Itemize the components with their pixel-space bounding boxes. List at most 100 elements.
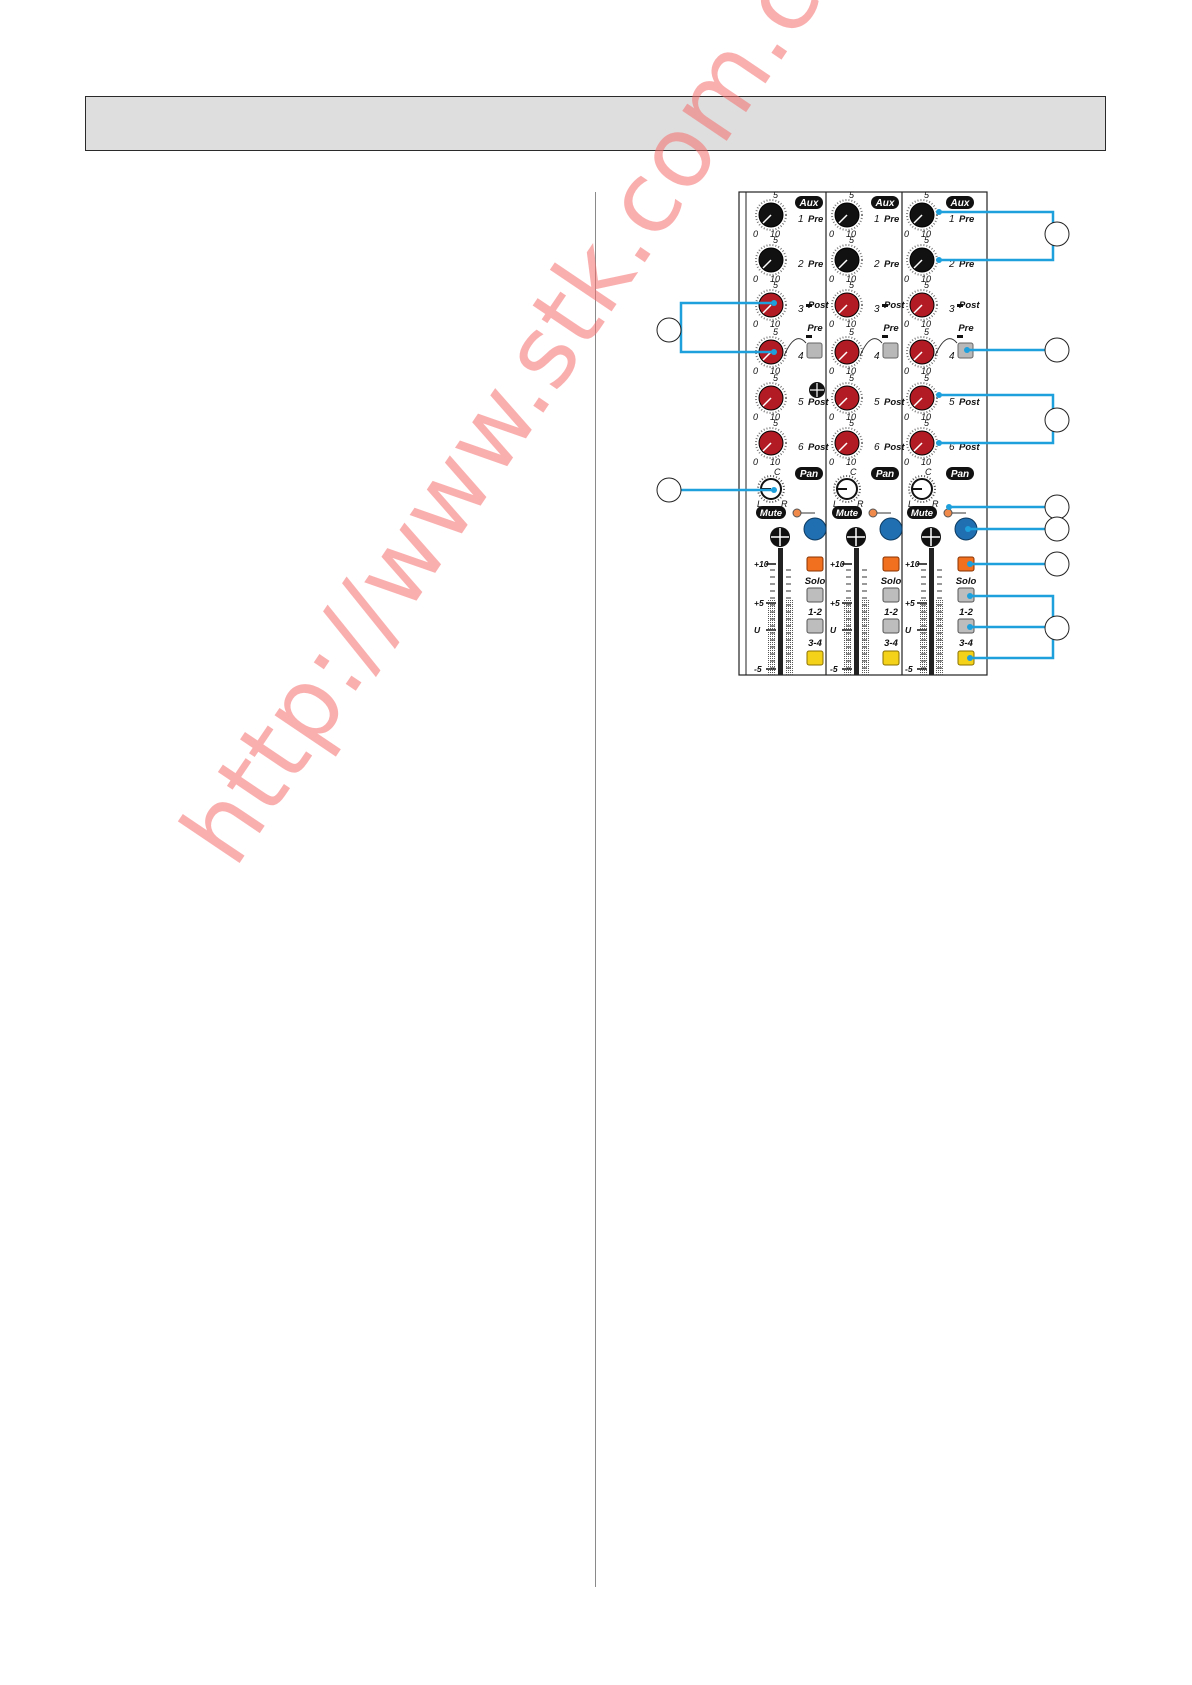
callout-bubble-aux34 — [656, 317, 682, 343]
ch2-aux5-scale-min: 0 — [829, 412, 834, 422]
ch1-assign-12-button[interactable] — [806, 587, 824, 603]
ch2-mute-button[interactable] — [879, 517, 903, 541]
ch1-aux-pill — [795, 196, 823, 209]
callout-aux34-dot-bottom — [771, 349, 777, 355]
ch2-aux2-suffix: Pre — [884, 259, 900, 270]
ch2-mute-led — [868, 508, 878, 518]
ch2-aux6-knob-pointer — [838, 442, 848, 452]
ch1-assign-34-label: 3-4 — [808, 638, 822, 649]
ch2-assign-34-button[interactable] — [882, 618, 900, 634]
ch2-aux6-scale-top: 5 — [849, 418, 855, 428]
ch1-assign-12-label: 1-2 — [808, 607, 822, 618]
callout-assign-dot-1 — [967, 593, 973, 599]
callout-bubble-aux56 — [1044, 407, 1070, 433]
ch2-aux2-scale-max: 10 — [846, 274, 856, 284]
ch2-fader-scale-2: U — [830, 625, 837, 635]
ch2-fader-scale-1: +5 — [830, 598, 840, 608]
ch1-aux1-knob-pointer — [762, 214, 772, 224]
ch1-aux3-scale-top: 5 — [773, 280, 779, 290]
callout-bubble-pan — [656, 477, 682, 503]
ch2-aux6-suffix: Post — [884, 442, 905, 453]
ch1-fader-track[interactable] — [778, 548, 783, 675]
ch1-solo-button[interactable] — [806, 556, 824, 572]
ch1-aux3-knob-pointer — [762, 304, 772, 314]
ch1-pan-pill — [795, 467, 823, 480]
ch2-fader-scale-0: +10 — [830, 559, 845, 569]
ch3-aux-label: Aux — [950, 198, 970, 209]
ch3-aux2-scale-top: 5 — [924, 235, 930, 245]
ch1-solo-label: Solo — [805, 576, 826, 587]
callout-assign-dot-2 — [967, 624, 973, 630]
ch3-pre-label: Pre — [958, 323, 974, 334]
ch1-aux1-suffix: Pre — [808, 214, 824, 225]
ch1-aux4-scale-min: 0 — [753, 366, 758, 376]
ch2-aux2-scale-top: 5 — [849, 235, 855, 245]
ch1-aux-label: Aux — [799, 198, 819, 209]
ch3-aux4-number: 4 — [949, 351, 955, 362]
ch1-aux2-suffix: Pre — [808, 259, 824, 270]
ch2-aux4-number: 4 — [874, 351, 880, 362]
ch2-aux5-scale-max: 10 — [846, 412, 856, 422]
ch2-pan-center: C — [850, 467, 857, 477]
ch1-pre-post-switch[interactable] — [806, 342, 823, 359]
ch2-aux1-scale-max: 10 — [846, 229, 856, 239]
ch3-aux1-suffix: Pre — [959, 214, 975, 225]
callout-bubble-solo — [1044, 551, 1070, 577]
ch3-pre-indicator — [957, 335, 963, 338]
ch2-pan-right: R — [857, 499, 864, 509]
ch1-aux6-scale-top: 5 — [773, 418, 779, 428]
ch2-aux1-scale-min: 0 — [829, 229, 834, 239]
ch3-assign-12-label: 1-2 — [959, 607, 973, 618]
ch3-aux4-scale-max: 10 — [921, 366, 931, 376]
ch2-fader-track[interactable] — [854, 548, 859, 675]
ch3-fader-track[interactable] — [929, 548, 934, 675]
ch3-aux3-number: 3 — [949, 304, 955, 315]
ch1-mute-button[interactable] — [803, 517, 827, 541]
ch2-solo-button[interactable] — [882, 556, 900, 572]
ch2-aux5-number: 5 — [874, 397, 880, 408]
ch2-aux2-number: 2 — [873, 259, 880, 270]
ch3-solo-label: Solo — [956, 576, 977, 587]
ch2-aux6-scale-min: 0 — [829, 457, 834, 467]
ch2-pre-post-switch[interactable] — [882, 342, 899, 359]
ch2-aux5-knob-pointer — [838, 397, 848, 407]
ch1-aux1-number: 1 — [798, 214, 804, 225]
ch1-assign-34-button[interactable] — [806, 618, 824, 634]
ch2-assign-34-label: 3-4 — [884, 638, 898, 649]
ch1-aux6-number: 6 — [798, 442, 804, 453]
column-divider — [595, 192, 596, 1587]
ch1-aux5-knob-pointer — [762, 397, 772, 407]
ch2-assign-yellow-button[interactable] — [882, 650, 900, 666]
ch2-aux-label: Aux — [875, 198, 895, 209]
ch2-aux5-scale-top: 5 — [849, 373, 855, 383]
ch3-aux6-scale-min: 0 — [904, 457, 909, 467]
ch2-mute-label: Mute — [836, 508, 859, 519]
ch1-aux5-scale-ring — [755, 382, 787, 414]
ch2-aux3-knob-pointer — [838, 304, 848, 314]
callout-solo-dot — [967, 561, 973, 567]
ch1-assign-yellow-button[interactable] — [806, 650, 824, 666]
ch2-aux6-scale-max: 10 — [846, 457, 856, 467]
ch1-aux6-knob-pointer — [762, 442, 772, 452]
ch2-aux4-scale-max: 10 — [846, 366, 856, 376]
ch2-aux1-scale-ring — [831, 199, 863, 231]
ch1-aux2-scale-ring — [755, 244, 787, 276]
ch1-fader-dots-right — [785, 600, 793, 675]
ch2-aux2-knob-pointer — [838, 259, 848, 269]
ch3-aux5-scale-max: 10 — [921, 412, 931, 422]
ch1-aux5-scale-max: 10 — [770, 412, 780, 422]
ch2-aux1-scale-top: 5 — [849, 190, 855, 200]
ch1-aux2-scale-top: 5 — [773, 235, 779, 245]
ch2-aux3-scale-max: 10 — [846, 319, 856, 329]
callout-assign-dot-3 — [967, 655, 973, 661]
ch3-aux1-scale-top: 5 — [924, 190, 930, 200]
ch3-aux1-knob-pointer — [913, 214, 923, 224]
ch1-aux2-scale-min: 0 — [753, 274, 758, 284]
ch2-pan-pill — [871, 467, 899, 480]
ch2-assign-12-button[interactable] — [882, 587, 900, 603]
callout-bubble-mute-button — [1044, 516, 1070, 542]
ch1-pre-label: Pre — [807, 323, 823, 334]
ch3-aux5-scale-top: 5 — [924, 373, 930, 383]
ch3-mute-pill — [907, 506, 937, 519]
ch3-aux1-scale-max: 10 — [921, 229, 931, 239]
